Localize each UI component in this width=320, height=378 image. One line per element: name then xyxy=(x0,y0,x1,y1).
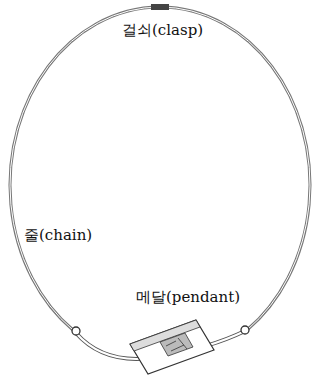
chain-inner xyxy=(10,7,310,330)
part-label: 걸쇠(clasp) xyxy=(120,21,205,39)
part-label: 메달(pendant) xyxy=(134,288,242,306)
chain-ring xyxy=(72,327,80,335)
pendant-emblem xyxy=(160,333,193,356)
part-label: 줄(chain) xyxy=(22,226,94,244)
pendant-symbol xyxy=(72,320,249,374)
pendant-plate xyxy=(130,320,214,374)
chain-ring xyxy=(241,326,249,334)
chain-outer xyxy=(10,7,310,330)
chain xyxy=(10,7,310,330)
clasp-symbol xyxy=(151,4,169,10)
pendant-pattern xyxy=(166,338,187,351)
